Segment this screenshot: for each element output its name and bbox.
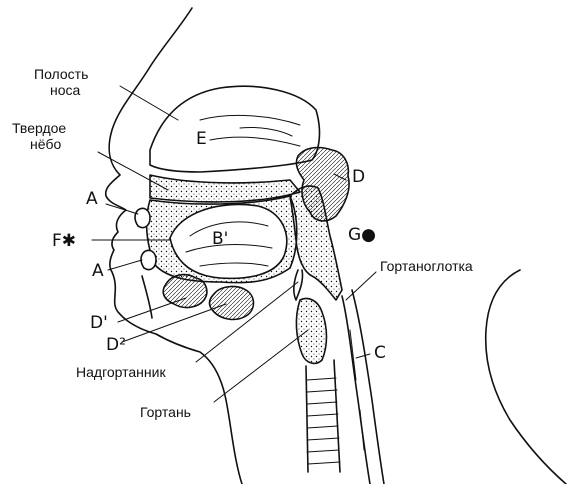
letter-g: G● [348,226,376,244]
label-nasal-cavity-line2: носа [50,82,80,98]
lower-lip [141,250,156,269]
larynx-shape [296,299,326,364]
pointer-nasal-cavity [120,86,178,120]
pointer-c [356,354,370,358]
tonsil-d1 [163,275,207,308]
letter-d1: D' [90,314,108,332]
esophagus [342,290,384,484]
letter-f: F✱ [52,232,76,250]
label-laryngopharynx: Гортаноглотка [380,258,473,274]
label-hard-palate-line2: нёбо [30,136,61,152]
letter-d2: D² [106,336,126,354]
pointer-laryngopharynx [346,272,376,300]
pointer-a-lower [108,260,142,270]
letter-c: C [374,344,386,362]
pointer-larynx [214,330,308,402]
upper-lip [135,208,150,227]
pointer-hard-palate [98,152,168,190]
nasal-cavity-outline [150,86,319,172]
nasal-cavity-texture [200,115,300,146]
label-larynx: Гортань [140,404,191,420]
letter-e: E [196,130,207,148]
label-hard-palate-line1: Твердое [12,120,66,136]
letter-a-upper: A [86,190,98,208]
label-epiglottis: Надгортанник [76,364,166,380]
neck-back-outline [486,270,566,484]
letter-a-lower: A [92,262,104,280]
epiglottis-shape [294,270,303,300]
letter-b: B' [212,230,228,248]
label-nasal-cavity-line1: Полость [34,66,88,82]
tonsil-d2 [210,287,254,320]
pointer-d2 [122,304,226,342]
letter-d: D [352,168,365,186]
